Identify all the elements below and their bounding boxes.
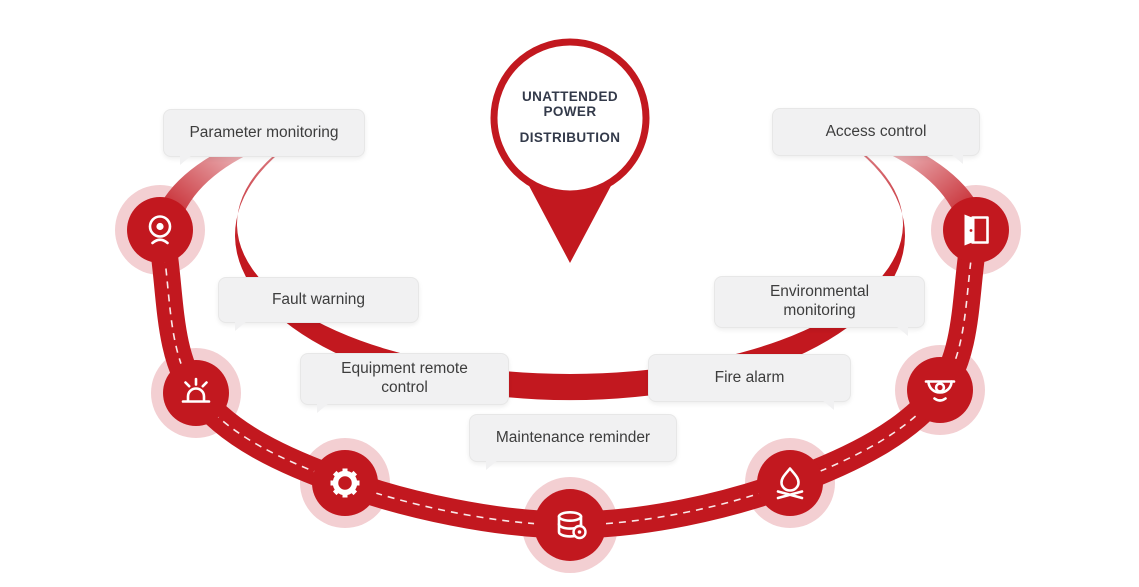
label-pointer — [951, 154, 963, 164]
database-icon — [557, 511, 587, 540]
center-title: UNATTENDED POWER DISTRIBUTION — [494, 58, 646, 176]
label-text: Environmental monitoring — [769, 283, 870, 319]
node-circles — [127, 197, 1009, 561]
flame-icon — [776, 467, 804, 500]
label-access-control: Access control — [772, 108, 980, 164]
label-text: Access control — [825, 122, 927, 140]
center-pin-circle — [490, 38, 650, 198]
label-environmental-monitoring: Environmental monitoring — [714, 276, 925, 336]
label-text: Parameter monitoring — [189, 123, 339, 141]
node-circle — [943, 197, 1009, 263]
label-pointer — [317, 403, 329, 413]
label-pointer — [180, 155, 192, 165]
node-circle — [534, 489, 606, 561]
label-text: Maintenance reminder — [495, 428, 651, 446]
label-text: Equipment remote control — [341, 360, 468, 396]
door-icon — [964, 214, 989, 246]
node-circle — [312, 450, 378, 516]
label-pointer — [486, 460, 498, 470]
label-pointer — [235, 321, 247, 331]
label-fire-alarm: Fire alarm — [648, 354, 851, 410]
label-pointer — [822, 400, 834, 410]
node-circle — [907, 357, 973, 423]
label-maintenance-reminder: Maintenance reminder — [469, 414, 677, 470]
label-text: Fault warning — [271, 290, 366, 308]
node-circle — [757, 450, 823, 516]
center-title-line1: UNATTENDED POWER — [522, 89, 618, 119]
node-circle — [163, 360, 229, 426]
gear-icon — [330, 468, 360, 498]
dome-camera-icon — [924, 380, 956, 402]
label-pointer — [896, 326, 908, 336]
label-parameter-monitoring: Parameter monitoring — [163, 109, 365, 165]
label-text: Fire alarm — [714, 368, 785, 386]
label-fault-warning: Fault warning — [218, 277, 419, 331]
siren-icon — [181, 377, 211, 403]
webcam-icon — [148, 215, 172, 245]
center-title-line2: DISTRIBUTION — [519, 130, 621, 145]
label-equipment-remote-control: Equipment remote control — [300, 353, 509, 413]
